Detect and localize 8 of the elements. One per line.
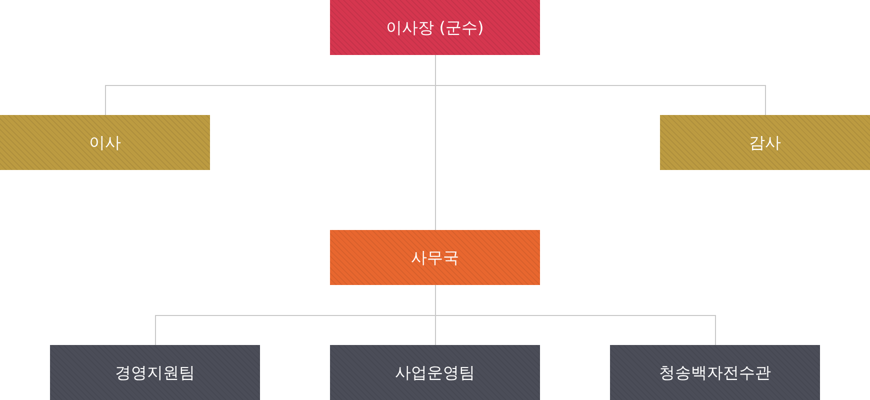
org-box: 사무국 bbox=[330, 230, 540, 285]
connector-line bbox=[435, 54, 436, 230]
org-box: 이사장 (군수) bbox=[330, 0, 540, 55]
org-box: 감사 bbox=[660, 115, 870, 170]
org-box: 경영지원팀 bbox=[50, 345, 260, 400]
org-box: 이사 bbox=[0, 115, 210, 170]
org-box: 청송백자전수관 bbox=[610, 345, 820, 400]
org-box: 사업운영팀 bbox=[330, 345, 540, 400]
